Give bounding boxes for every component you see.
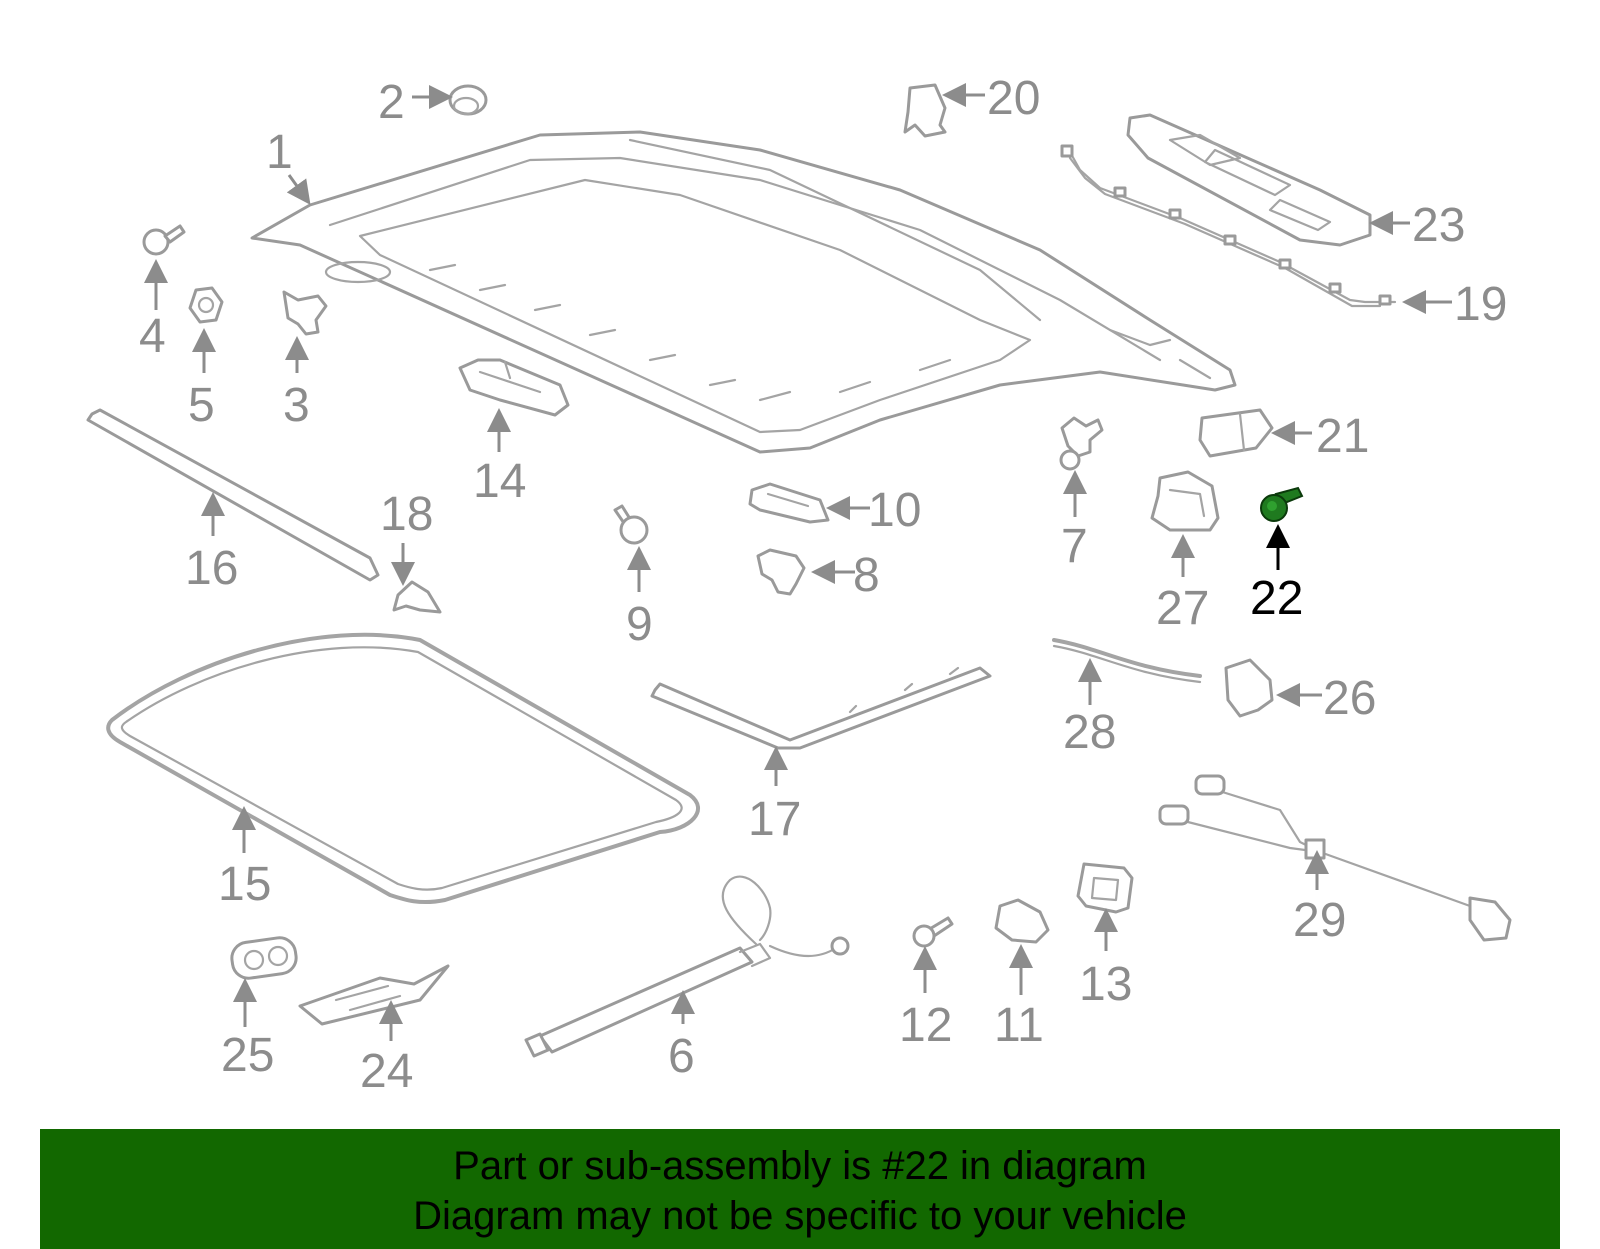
callout-15: 15 xyxy=(218,858,271,911)
part-10-latch xyxy=(748,482,830,524)
part-17-trim-strip xyxy=(650,666,992,750)
callout-6: 6 xyxy=(668,1030,695,1083)
part-9-bolt xyxy=(613,504,649,545)
part-15-glass-seal xyxy=(106,632,700,905)
part-25-grommet-plate xyxy=(230,936,298,980)
footer-line-disclaimer: Diagram may not be specific to your vehi… xyxy=(413,1194,1187,1238)
part-27-latch-assembly xyxy=(1150,470,1220,532)
part-18-bracket xyxy=(392,580,442,614)
callout-8: 8 xyxy=(853,549,880,602)
callout-24: 24 xyxy=(360,1045,413,1098)
part-1-liftgate xyxy=(250,130,1237,454)
footer-banner: Part or sub-assembly is #22 in diagram D… xyxy=(40,1129,1560,1249)
callout-17: 17 xyxy=(748,793,801,846)
callout-arrows xyxy=(144,83,1452,1041)
part-6-support-strut xyxy=(524,875,850,1058)
callout-26: 26 xyxy=(1323,672,1376,725)
callout-1: 1 xyxy=(266,126,293,179)
part-28-hose xyxy=(1052,638,1202,684)
part-8-clip xyxy=(756,548,806,596)
callout-21: 21 xyxy=(1316,410,1369,463)
callout-16: 16 xyxy=(185,542,238,595)
callout-4: 4 xyxy=(139,310,166,363)
part-24-bracket xyxy=(298,964,450,1026)
callout-29: 29 xyxy=(1293,894,1346,947)
callout-14: 14 xyxy=(473,455,526,508)
footer-line-part-number: Part or sub-assembly is #22 in diagram xyxy=(453,1144,1147,1188)
callout-labels: 1 2 3 4 5 6 7 8 9 10 11 12 13 14 15 16 1… xyxy=(139,72,1507,1098)
part-21-connector xyxy=(1198,408,1274,458)
part-19-wiring-rail xyxy=(1060,144,1397,308)
callout-20: 20 xyxy=(987,72,1040,125)
part-23-trim-panel xyxy=(1126,113,1372,247)
callout-5: 5 xyxy=(188,379,215,432)
callout-25: 25 xyxy=(221,1029,274,1082)
part-4-bolt xyxy=(142,224,186,256)
callout-9: 9 xyxy=(626,598,653,651)
callout-18: 18 xyxy=(380,488,433,541)
callout-3: 3 xyxy=(283,379,310,432)
part-11-bumper xyxy=(994,898,1050,944)
callout-10: 10 xyxy=(868,484,921,537)
callout-23: 23 xyxy=(1412,199,1465,252)
part-14-handle xyxy=(458,358,570,417)
part-16-weatherstrip xyxy=(86,408,380,582)
part-13-clip-frame xyxy=(1076,862,1134,914)
part-2-grommet xyxy=(448,84,488,116)
part-3-clip xyxy=(282,290,328,336)
callout-22: 22 xyxy=(1250,572,1303,625)
part-26-connector xyxy=(1224,658,1274,718)
part-12-screw xyxy=(912,916,954,948)
callout-28: 28 xyxy=(1063,706,1116,759)
part-22-bolt-highlighted xyxy=(1260,486,1304,522)
callout-13: 13 xyxy=(1079,958,1132,1011)
callout-2: 2 xyxy=(378,76,405,129)
callout-7: 7 xyxy=(1061,520,1088,573)
part-7-push-pin xyxy=(1059,416,1104,471)
part-5-nut xyxy=(188,286,224,324)
part-20-bracket xyxy=(903,83,947,138)
callout-27: 27 xyxy=(1156,582,1209,635)
callout-12: 12 xyxy=(899,999,952,1052)
callout-19: 19 xyxy=(1454,278,1507,331)
callout-11: 11 xyxy=(994,999,1044,1052)
